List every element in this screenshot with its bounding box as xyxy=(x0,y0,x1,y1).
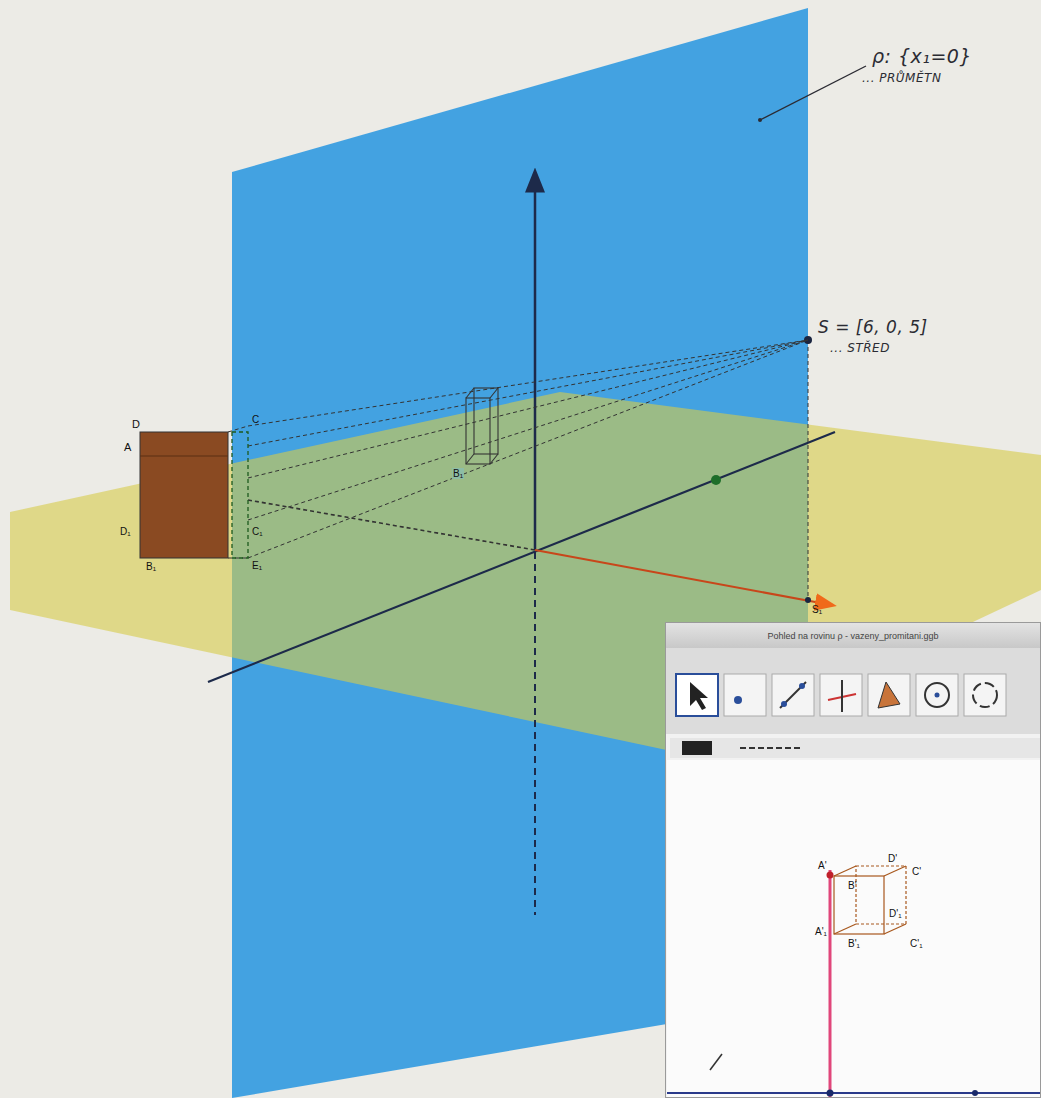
axis-point xyxy=(711,475,721,485)
z-axis-hidden xyxy=(534,552,536,915)
vertex-point xyxy=(827,1090,834,1097)
inset-window: Pohled na rovinu ρ - vazeny_promitani.gg… xyxy=(665,622,1041,1098)
point-label: B' xyxy=(848,880,857,891)
point-label: D'₁ xyxy=(889,908,902,919)
point-label: B₁ xyxy=(146,561,156,572)
point-label: C'₁ xyxy=(910,938,923,949)
point-label: B₁ xyxy=(452,468,464,479)
ground-plane xyxy=(10,392,1041,755)
plane-equation: ρ: {x₁=0} xyxy=(872,46,972,67)
window-toolbar xyxy=(665,648,1041,734)
x-axis xyxy=(535,550,826,604)
centre-note: ... STŘED xyxy=(830,342,890,355)
point-label: A'₁ xyxy=(815,926,827,937)
point-label: D xyxy=(132,418,140,430)
point-label: C' xyxy=(912,866,921,877)
point-label: D' xyxy=(888,853,897,864)
base-line xyxy=(667,1092,1041,1094)
trace-line xyxy=(829,870,832,1098)
point-label: C₁ xyxy=(252,526,263,537)
vertex-point xyxy=(827,872,834,879)
point-label: S₁ xyxy=(812,604,822,615)
point-label: B'₁ xyxy=(848,938,860,949)
point-label: A' xyxy=(818,860,827,871)
perpendicular xyxy=(808,340,809,600)
inset-cube xyxy=(834,866,906,934)
z-axis xyxy=(534,180,537,550)
foot-point xyxy=(805,597,811,603)
centre-coordinates: S = [6, 0, 5] xyxy=(818,318,928,337)
graphics-view xyxy=(667,760,1041,1098)
leader-dot xyxy=(758,118,762,122)
projected-cube xyxy=(466,388,498,464)
pointer-arrow xyxy=(710,1054,722,1070)
point-label: C xyxy=(252,414,259,425)
solid-body xyxy=(140,432,228,558)
point-label: D₁ xyxy=(120,526,131,537)
point-label: A xyxy=(124,441,131,453)
point-label: E₁ xyxy=(252,560,262,571)
solid-projection xyxy=(232,432,248,558)
plane-note: ... PRŮMĚTN xyxy=(862,72,941,85)
window-titlebar xyxy=(665,622,1041,648)
projecting-rays xyxy=(228,340,808,558)
window-title: Pohled na rovinu ρ - vazeny_promitani.gg… xyxy=(666,623,1040,641)
toolbar-icons xyxy=(670,674,1040,758)
vertex-point xyxy=(972,1090,978,1096)
leader-line xyxy=(760,66,866,120)
solid-edge xyxy=(140,456,228,457)
window-frame xyxy=(665,622,1041,1098)
